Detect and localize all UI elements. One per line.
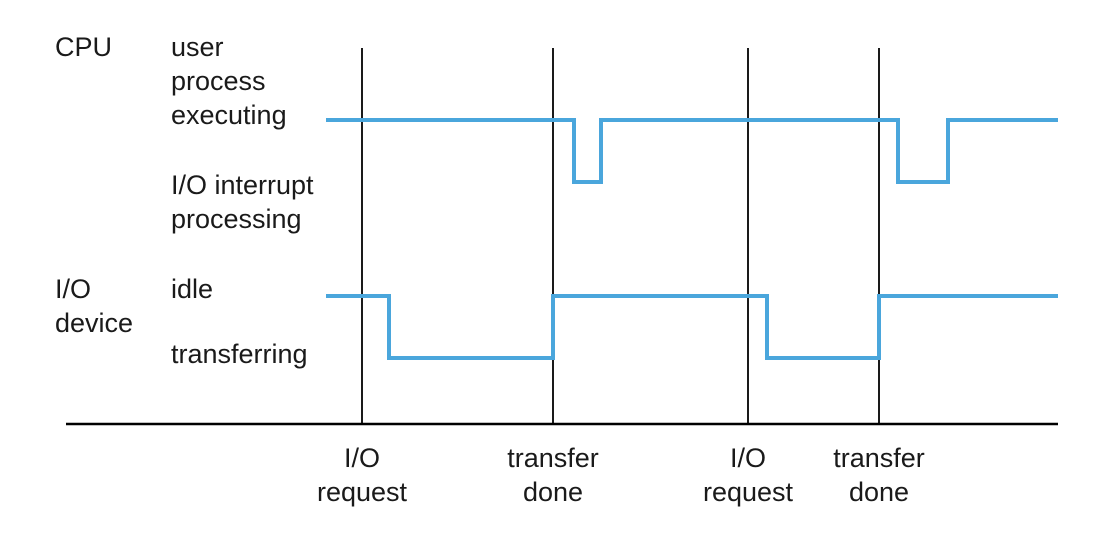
cpu-label: CPU [55, 32, 113, 62]
event-label-io-request-2: I/O request [702, 443, 794, 507]
io-device-label: I/O device [55, 274, 134, 338]
transferring-label: transferring [171, 339, 308, 369]
user-process-executing-label: user process executing [171, 32, 287, 130]
cpu-signal-trace [326, 118, 1058, 184]
event-label-transfer-done-1: transfer done [507, 443, 599, 507]
event-label-io-request-1: I/O request [316, 443, 408, 507]
idle-label: idle [171, 274, 214, 304]
event-label-transfer-done-2: transfer done [833, 443, 925, 507]
io-device-signal-trace [326, 294, 1058, 360]
io-interrupt-processing-label: I/O interrupt processing [171, 170, 314, 234]
